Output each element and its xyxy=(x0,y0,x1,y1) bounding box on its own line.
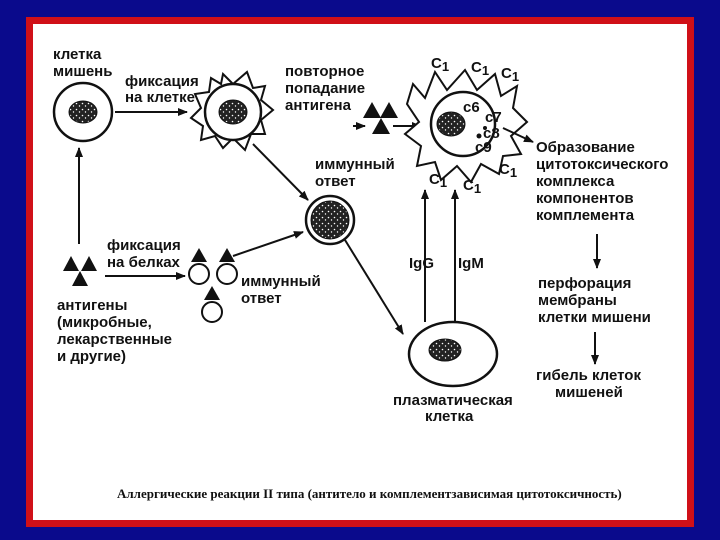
complex-formation-label-5: комплемента xyxy=(536,207,635,224)
plasma-cell-label-1: плазматическая xyxy=(393,392,513,409)
repeat-antigen-label-2: попадание xyxy=(285,80,365,97)
diagram-sheet: клетка мишень фиксация на клетке повторн… xyxy=(33,24,687,520)
arrow-bottom-to-lymphocyte xyxy=(232,231,304,257)
plasma-cell xyxy=(407,320,499,388)
c7-label: c7 xyxy=(485,109,502,126)
igm-label: IgM xyxy=(458,255,484,272)
allergy-diagram: клетка мишень фиксация на клетке повторн… xyxy=(52,46,668,501)
repeat-antigen-label-3: антигена xyxy=(285,97,352,114)
cell-with-fixed-antigens xyxy=(189,70,275,152)
c6-label: c6 xyxy=(463,99,480,116)
immune-response-top-label-2: ответ xyxy=(315,173,356,190)
c9-label: c9 xyxy=(475,139,492,156)
complex-formation-label-3: комплекса xyxy=(536,173,615,190)
free-antigens xyxy=(63,256,97,286)
death-label-1: гибель клеток xyxy=(536,367,641,384)
complex-formation-label-2: цитотоксического xyxy=(536,156,668,173)
complex-formation-label-1: Образование xyxy=(536,139,635,156)
target-cell-label-1: клетка xyxy=(53,46,102,63)
c1-label-a: C1 xyxy=(431,55,449,74)
fixation-on-cell-label-2: на клетке xyxy=(125,89,195,106)
complement-attacked-cell xyxy=(403,68,529,184)
repeat-antigens xyxy=(363,102,398,134)
perforation-label-2: мембраны xyxy=(538,292,617,309)
c1-label-e: C1 xyxy=(463,177,481,196)
c1-label-f: C1 xyxy=(499,161,517,180)
arrow-to-plasma-cell xyxy=(344,239,404,335)
antigens-label-3: лекарственные xyxy=(57,331,172,348)
fixation-on-proteins-label-2: на белках xyxy=(107,254,181,271)
fixation-on-proteins-label-1: фиксация xyxy=(107,237,181,254)
complex-formation-label-4: компонентов xyxy=(536,190,634,207)
target-cell-label-2: мишень xyxy=(53,63,112,80)
arrow-to-lymphocyte xyxy=(252,143,309,201)
slide-frame: клетка мишень фиксация на клетке повторн… xyxy=(26,17,694,527)
c8-label: c8 xyxy=(483,125,500,142)
c1-label-b: C1 xyxy=(471,59,489,78)
igg-label: IgG xyxy=(409,255,434,272)
fixation-on-cell-label-1: фиксация xyxy=(125,73,199,90)
target-cell xyxy=(52,81,114,143)
c1-label-c: C1 xyxy=(501,65,519,84)
caption: Аллергические реакции II типа (антитело … xyxy=(117,486,622,501)
death-label-2: мишеней xyxy=(555,384,623,401)
antigens-label-2: (микробные, xyxy=(57,314,152,331)
protein-bound-antigens xyxy=(188,248,238,323)
arrow-to-complex-label xyxy=(502,127,534,143)
complement-labels: C1 C1 C1 c6 c7 c8 c9 C1 C1 C1 xyxy=(429,55,519,196)
antigens-label-1: антигены xyxy=(57,297,127,314)
c1-label-d: C1 xyxy=(429,171,447,190)
immune-response-bottom-label-1: иммунный xyxy=(241,273,321,290)
perforation-label-1: перфорация xyxy=(538,275,631,292)
antigens-label-4: и другие) xyxy=(57,348,126,365)
immune-response-bottom-label-2: ответ xyxy=(241,290,282,307)
perforation-label-3: клетки мишени xyxy=(538,309,651,326)
immune-response-top-label-1: иммунный xyxy=(315,156,395,173)
lymphocyte xyxy=(304,194,356,246)
plasma-cell-label-2: клетка xyxy=(425,408,474,425)
repeat-antigen-label-1: повторное xyxy=(285,63,364,80)
